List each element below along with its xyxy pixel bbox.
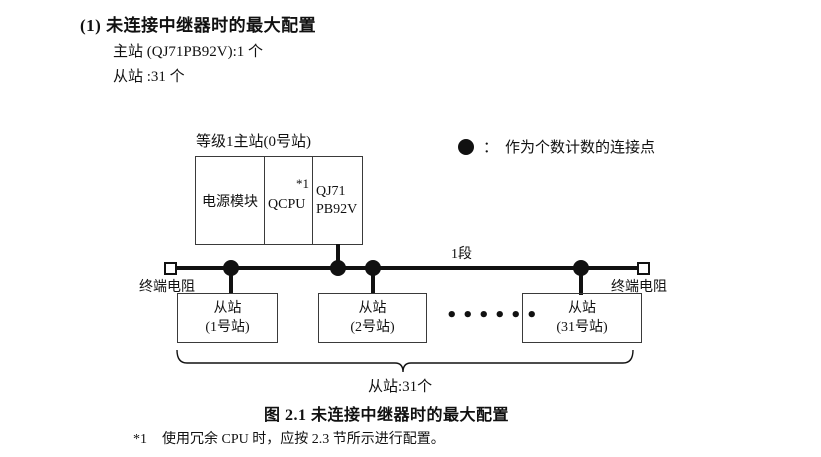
connector-line-slave1 — [229, 269, 233, 294]
footnote-text: 使用冗余 CPU 时，应按 2.3 节所示进行配置。 — [162, 432, 445, 447]
footnote: *1 使用冗余 CPU 时，应按 2.3 节所示进行配置。 — [133, 428, 445, 448]
figure-caption: 图 2.1 未连接中继器时的最大配置 — [264, 407, 510, 424]
power-module-cell: 电源模块 — [195, 156, 265, 245]
connector-line-master — [336, 244, 340, 267]
connection-point-icon — [458, 138, 474, 155]
connection-dot-slave1 — [223, 260, 239, 276]
master-station-box: 电源模块 *1 QCPU QJ71 PB92V — [195, 156, 363, 245]
brace-label: 从站:31个 — [368, 379, 433, 395]
power-module-label: 电源模块 — [202, 194, 258, 210]
segment-label: 1段 — [451, 247, 472, 262]
bus-line — [177, 266, 638, 270]
qcpu-cell: *1 QCPU — [265, 156, 313, 245]
slave-station-box-2: 从站 (2号站) — [318, 293, 427, 343]
underbrace — [176, 349, 634, 373]
slave-box-station: (2号站) — [350, 320, 395, 335]
terminator-right-icon — [637, 262, 650, 275]
terminator-left-icon — [164, 262, 177, 275]
footnote-marker: *1 — [133, 432, 147, 447]
slave-station-box-31: 从站 (31号站) — [522, 293, 642, 343]
terminator-left-label: 终端电阻 — [139, 280, 195, 295]
slave-count-line: 从站 :31 个 — [113, 69, 185, 85]
qj71pb92v-label-line2: PB92V — [316, 201, 358, 217]
connection-dot-slave2 — [365, 260, 381, 276]
master-count-line: 主站 (QJ71PB92V):1 个 — [113, 44, 264, 60]
connector-line-slave31 — [579, 269, 583, 295]
ellipsis-dots: •••••• — [446, 305, 543, 326]
terminator-right-label: 终端电阻 — [611, 280, 667, 295]
qcpu-footnote-ref: *1 — [296, 176, 309, 191]
legend: ： 作为个数计数的连接点 — [458, 136, 655, 157]
section-heading: (1) 未连接中继器时的最大配置 — [80, 16, 317, 35]
connection-dot-master — [330, 260, 346, 276]
qj71pb92v-cell: QJ71 PB92V — [313, 156, 363, 245]
connector-line-slave2 — [371, 269, 375, 294]
connection-dot-slave31 — [573, 260, 589, 276]
qcpu-label: QCPU — [268, 197, 306, 212]
slave-box-station: (31号站) — [556, 320, 608, 335]
slave-box-title: 从站 — [358, 301, 387, 316]
qj71pb92v-label-line1: QJ71 — [316, 183, 346, 199]
slave-station-box-1: 从站 (1号站) — [177, 293, 278, 343]
legend-colon: ： — [483, 140, 499, 156]
slave-box-title: 从站 — [213, 301, 242, 316]
master-station-label: 等级1主站(0号站) — [196, 134, 311, 150]
slave-box-station: (1号站) — [205, 320, 250, 335]
slave-box-title: 从站 — [568, 301, 596, 316]
legend-label: 作为个数计数的连接点 — [505, 140, 656, 156]
